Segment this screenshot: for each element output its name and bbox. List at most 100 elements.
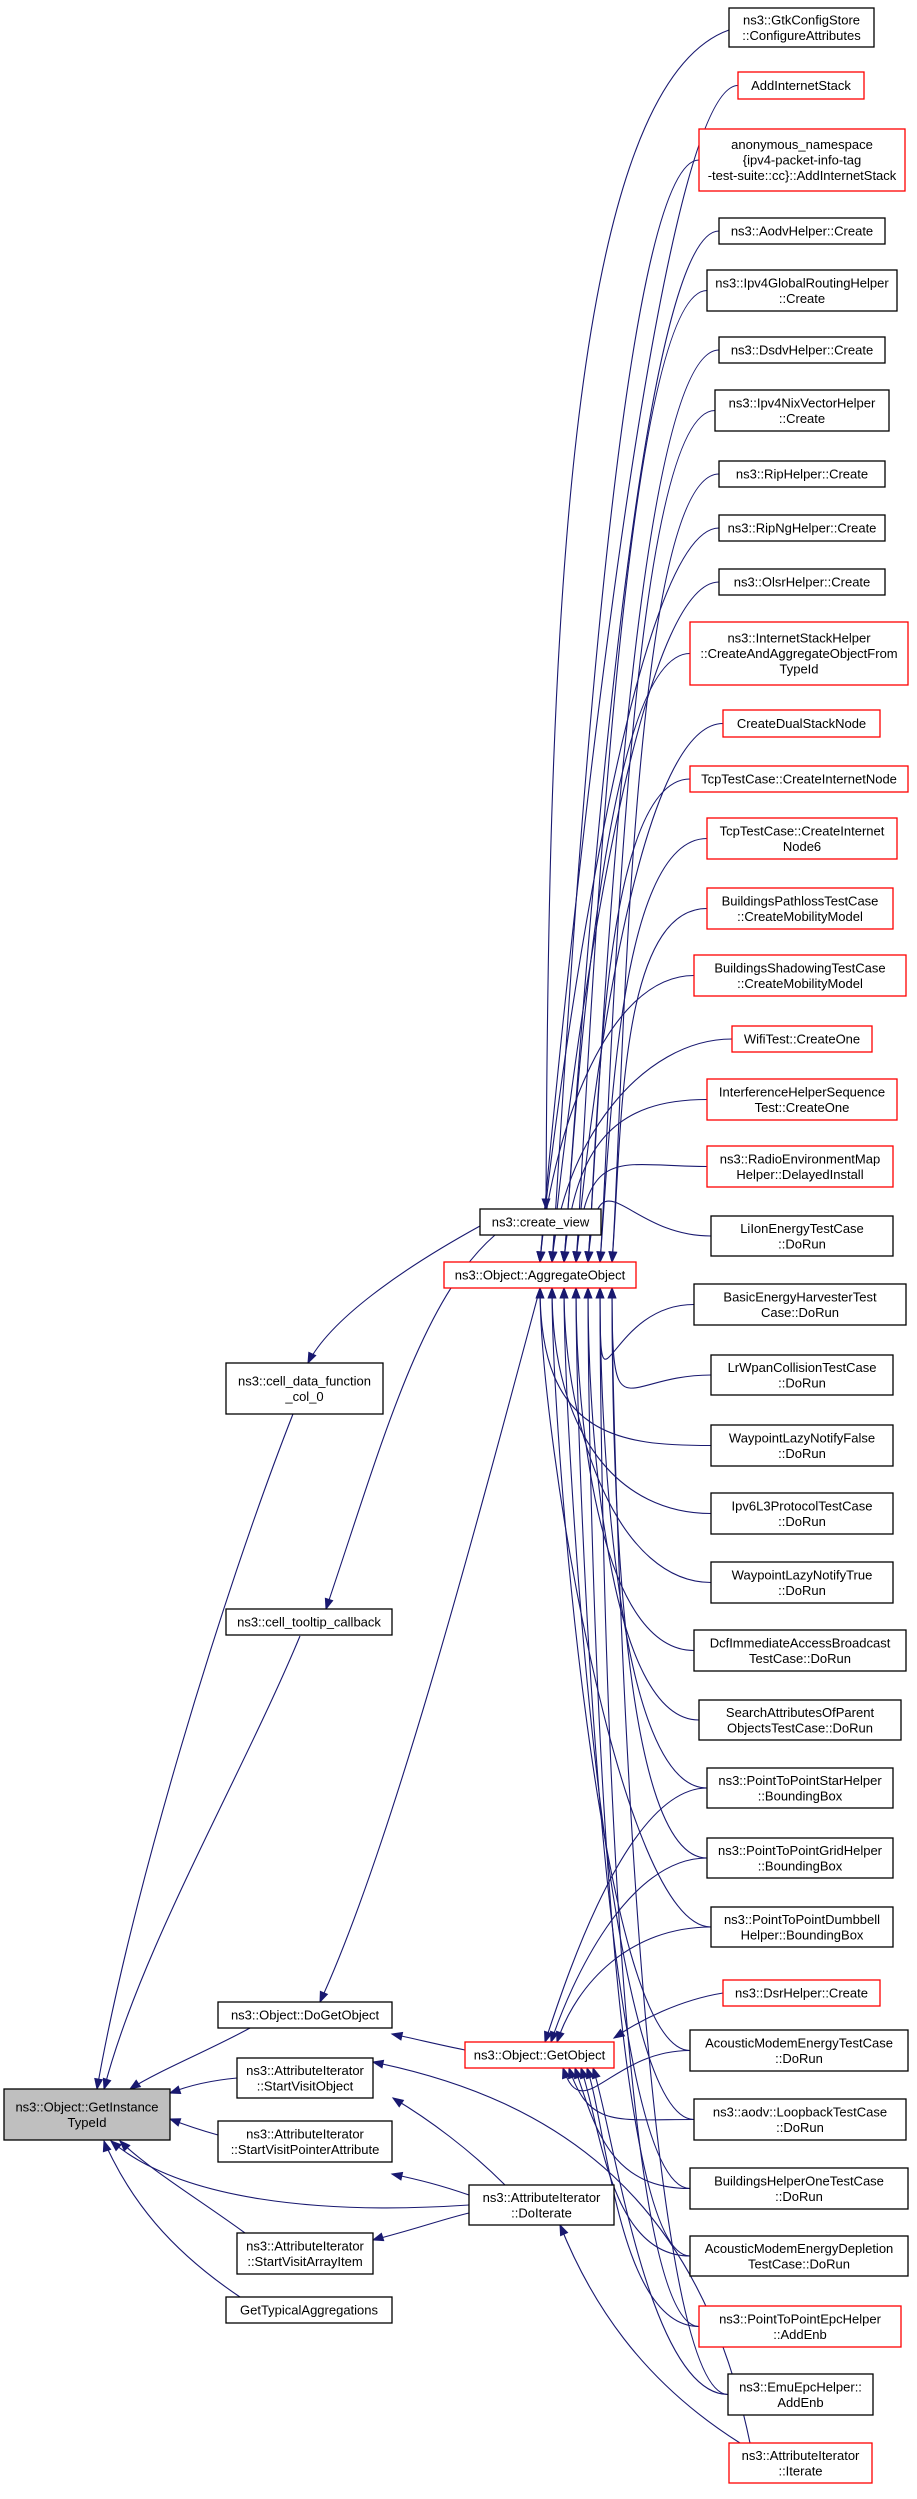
- node-label-line: ::CreateAndAggregateObjectFrom: [700, 646, 897, 661]
- node-p2pgrid[interactable]: ns3::PointToPointGridHelper::BoundingBox: [706, 1837, 894, 1879]
- node-aggregate[interactable]: ns3::Object::AggregateObject: [443, 1261, 637, 1289]
- node-box: [698, 2305, 902, 2348]
- node-lrwpan[interactable]: LrWpanCollisionTestCase::DoRun: [710, 1354, 894, 1396]
- node-dogetobject[interactable]: ns3::Object::DoGetObject: [217, 2001, 393, 2029]
- node-label-line: ::ConfigureAttributes: [742, 28, 861, 43]
- edge-emuepc-to-getobject: [592, 2067, 729, 2396]
- edge-tcpnode-to-aggregate: [587, 778, 691, 1263]
- node-label-line: ns3::Object::DoGetObject: [231, 2008, 380, 2023]
- node-wifitest[interactable]: WifiTest::CreateOne: [731, 1025, 873, 1053]
- node-dcf[interactable]: DcfImmediateAccessBroadcastTestCase::DoR…: [693, 1629, 907, 1672]
- node-create-view[interactable]: ns3::create_view: [479, 1208, 602, 1236]
- node-label-line: ::DoRun: [778, 1583, 826, 1598]
- node-p2pepc[interactable]: ns3::PointToPointEpcHelper::AddEnb: [698, 2305, 902, 2348]
- node-dsrhelper[interactable]: ns3::DsrHelper::Create: [722, 1979, 881, 2007]
- node-label-line: ns3::AttributeIterator: [246, 2126, 364, 2141]
- edge-bldshadow-to-aggregate-arrowhead: [536, 1251, 546, 1264]
- node-box: [698, 128, 906, 192]
- node-bldpathloss[interactable]: BuildingsPathlossTestCase::CreateMobilit…: [706, 887, 894, 930]
- edge-bldhelperone-to-aggregate: [575, 1287, 691, 2190]
- node-label-line: ns3::cell_tooltip_callback: [237, 1615, 381, 1630]
- node-box: [698, 1699, 902, 1741]
- edge-anon-to-aggregate: [551, 159, 700, 1263]
- node-label-line: TcpTestCase::CreateInternetNode: [701, 772, 897, 787]
- node-label-line: ::Create: [779, 291, 825, 306]
- node-label-line: TcpTestCase::CreateInternet: [720, 823, 885, 838]
- edge-acousticenergy-to-getobject: [562, 2049, 691, 2092]
- node-ipv4nix[interactable]: ns3::Ipv4NixVectorHelper::Create: [714, 389, 890, 432]
- node-label-line: WifiTest::CreateOne: [744, 1032, 860, 1047]
- node-gtk[interactable]: ns3::GtkConfigStore::ConfigureAttributes: [728, 7, 875, 48]
- edge-acousticenergy-to-aggregate: [551, 1287, 691, 2052]
- node-p2pstar[interactable]: ns3::PointToPointStarHelper::BoundingBox: [706, 1767, 894, 1809]
- node-waypointtrue[interactable]: WaypointLazyNotifyTrue::DoRun: [710, 1561, 894, 1604]
- node-doiterate[interactable]: ns3::AttributeIterator::DoIterate: [468, 2184, 615, 2226]
- node-olsr[interactable]: ns3::OlsrHelper::Create: [718, 568, 886, 596]
- node-ipv6l3[interactable]: Ipv6L3ProtocolTestCase::DoRun: [710, 1492, 894, 1535]
- edge-aodvloopback-to-aggregate-arrowhead: [559, 1286, 569, 1299]
- node-label-line: TestCase::DoRun: [749, 1651, 851, 1666]
- edge-acousticdepletion-to-aggregate-arrowhead: [583, 1286, 593, 1299]
- node-label-line: ns3::InternetStackHelper: [727, 631, 871, 646]
- node-interference[interactable]: InterferenceHelperSequenceTest::CreateOn…: [706, 1078, 898, 1121]
- node-startvisitobject[interactable]: ns3::AttributeIterator::StartVisitObject: [236, 2057, 374, 2099]
- node-cell-tooltip[interactable]: ns3::cell_tooltip_callback: [225, 1608, 393, 1636]
- node-box: [706, 1078, 898, 1121]
- node-aodvloopback[interactable]: ns3::aodv::LoopbackTestCase::DoRun: [693, 2098, 907, 2141]
- node-label-line: ns3::RadioEnvironmentMap: [720, 1151, 880, 1166]
- node-acousticdepletion[interactable]: AcousticModemEnergyDepletionTestCase::Do…: [689, 2235, 909, 2277]
- node-label-line: DcfImmediateAccessBroadcast: [710, 1635, 891, 1650]
- edge-emuepc-to-aggregate: [611, 1287, 729, 2396]
- node-gettypical[interactable]: GetTypicalAggregations: [225, 2296, 393, 2324]
- node-liion[interactable]: LiIonEnergyTestCase::DoRun: [710, 1215, 894, 1257]
- edge-gtk-to-create_view: [545, 29, 730, 1210]
- node-waypointfalse[interactable]: WaypointLazyNotifyFalse::DoRun: [710, 1424, 894, 1467]
- node-label-line: BasicEnergyHarvesterTest: [723, 1289, 877, 1304]
- node-attriterate[interactable]: ns3::AttributeIterator::Iterate: [728, 2442, 873, 2484]
- edge-acousticdepletion-to-aggregate: [587, 1287, 691, 2257]
- node-tcpnode[interactable]: TcpTestCase::CreateInternetNode: [689, 765, 909, 793]
- node-label-line: ns3::GtkConfigStore: [743, 12, 860, 27]
- node-getobject[interactable]: ns3::Object::GetObject: [464, 2041, 615, 2069]
- node-box: [236, 2232, 374, 2275]
- edge-gettypical-to-root-arrowhead: [102, 2139, 112, 2153]
- node-addinternet[interactable]: AddInternetStack: [737, 71, 865, 100]
- node-emuepc[interactable]: ns3::EmuEpcHelper::AddEnb: [727, 2373, 874, 2416]
- node-p2pdumbbell[interactable]: ns3::PointToPointDumbbellHelper::Boundin…: [710, 1906, 894, 1948]
- node-startvisitarray[interactable]: ns3::AttributeIterator::StartVisitArrayI…: [236, 2232, 374, 2275]
- node-box: [706, 887, 894, 930]
- node-cell-data[interactable]: ns3::cell_data_function_col_0: [225, 1362, 384, 1415]
- node-dsdv[interactable]: ns3::DsdvHelper::Create: [718, 336, 886, 364]
- node-bldshadow[interactable]: BuildingsShadowingTestCase::CreateMobili…: [693, 954, 907, 997]
- node-ripng[interactable]: ns3::RipNgHelper::Create: [718, 514, 886, 542]
- node-dualstack[interactable]: CreateDualStackNode: [722, 709, 881, 738]
- node-box: [710, 1906, 894, 1948]
- node-searchattr[interactable]: SearchAttributesOfParentObjectsTestCase:…: [698, 1699, 902, 1741]
- node-aodvhelper[interactable]: ns3::AodvHelper::Create: [718, 217, 886, 245]
- node-rip[interactable]: ns3::RipHelper::Create: [718, 460, 886, 488]
- node-box: [737, 71, 865, 100]
- node-label-line: WaypointLazyNotifyFalse: [729, 1430, 875, 1445]
- node-acousticenergy[interactable]: AcousticModemEnergyTestCase::DoRun: [689, 2029, 909, 2072]
- edge-aodvhelper-to-aggregate: [563, 230, 720, 1263]
- node-box: [225, 1608, 393, 1636]
- node-startvisitpointer[interactable]: ns3::AttributeIterator::StartVisitPointe…: [217, 2120, 393, 2163]
- edge-aggregate-to-dogetobject: [319, 1287, 541, 2003]
- edge-doiterate-to-startvisitpointer-arrowhead: [390, 2171, 404, 2181]
- node-radioenv[interactable]: ns3::RadioEnvironmentMapHelper::DelayedI…: [706, 1145, 894, 1188]
- node-ipv4global[interactable]: ns3::Ipv4GlobalRoutingHelper::Create: [706, 269, 898, 312]
- node-label-line: Helper::BoundingBox: [741, 1927, 864, 1942]
- node-label-line: AcousticModemEnergyTestCase: [705, 2035, 893, 2050]
- node-label-line: ns3::Ipv4GlobalRoutingHelper: [715, 275, 889, 290]
- edge-startvisitarray-to-root: [119, 2140, 246, 2234]
- edge-acousticdepletion-to-getobject-arrowhead: [580, 2066, 589, 2080]
- node-anon[interactable]: anonymous_namespace{ipv4-packet-info-tag…: [698, 128, 906, 192]
- edge-cell_data-to-root-arrowhead: [94, 2077, 104, 2091]
- node-bldhelperone[interactable]: BuildingsHelperOneTestCase::DoRun: [689, 2167, 909, 2210]
- node-internetstack[interactable]: ns3::InternetStackHelper::CreateAndAggre…: [689, 621, 909, 686]
- node-label-line: LiIonEnergyTestCase: [740, 1221, 864, 1236]
- edge-startvisitarray-to-root-arrowhead: [119, 2140, 131, 2152]
